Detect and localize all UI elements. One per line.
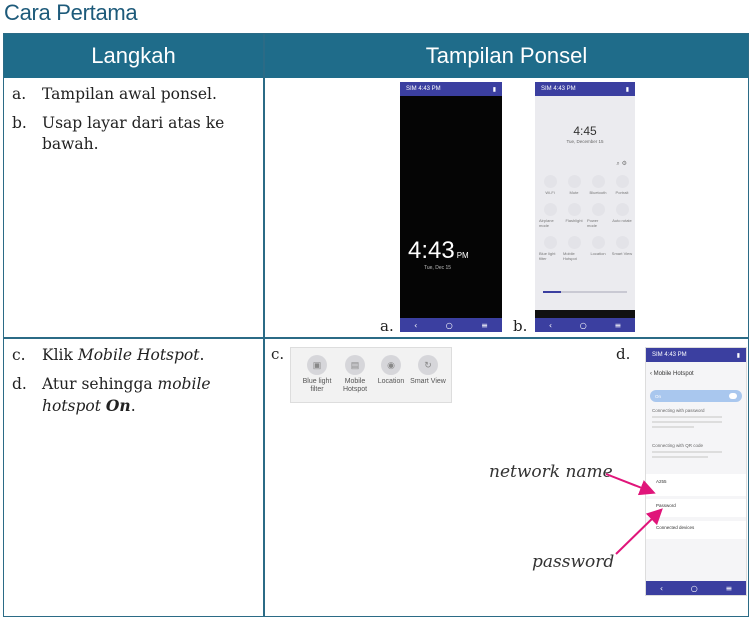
step-a: a.Tampilan awal ponsel. <box>12 85 217 103</box>
nav-bar: ‹ ○ ≡ <box>646 581 746 595</box>
label-b: b. <box>513 317 528 335</box>
qs-tile[interactable]: Auto rotate <box>611 203 633 228</box>
qs-tile[interactable]: Blue light filter <box>539 236 561 261</box>
battery-icon: ▮ <box>736 352 740 359</box>
location-icon: ◉ <box>381 355 401 375</box>
section-title: Cara Pertama <box>4 0 138 25</box>
tile-smart-view[interactable]: ↻Smart View <box>409 355 447 386</box>
qs-tile[interactable]: Mobile Hotspot <box>563 236 585 261</box>
back-icon[interactable]: ‹ <box>414 320 418 330</box>
battery-icon: ▮ <box>625 86 629 93</box>
phone-quicksettings: SIM 4:43 PM▮ 4:45 Tue, December 15 ⌕ ⚙ W… <box>535 82 635 332</box>
status-bar: SIM 4:43 PM▮ <box>400 82 502 96</box>
hotspot-icon: ▤ <box>345 355 365 375</box>
row1-steps: a.Tampilan awal ponsel. b.Usap layar dar… <box>12 84 252 163</box>
tile-mobile-hotspot[interactable]: ▤Mobile Hotspot <box>337 355 373 394</box>
status-bar: SIM 4:43 PM▮ <box>646 348 746 362</box>
annotation-network-name: network name <box>489 462 613 482</box>
recent-icon[interactable]: ≡ <box>481 320 488 330</box>
recent-icon[interactable]: ≡ <box>614 320 622 330</box>
header-langkah: Langkah <box>4 34 263 78</box>
battery-icon: ▮ <box>492 86 496 93</box>
section-qr: Connecting with QR code <box>652 443 704 448</box>
lock-date: Tue, Dec 15 <box>424 265 452 271</box>
qs-tile[interactable]: Smart View <box>611 236 633 261</box>
connected-devices-row[interactable]: Connected devices <box>646 521 746 539</box>
toggle-switch <box>729 393 737 399</box>
tile-location[interactable]: ◉Location <box>373 355 409 386</box>
row2-steps: c.Klik Mobile Hotspot. d.Atur sehingga m… <box>12 345 252 425</box>
step-c: c.Klik Mobile Hotspot. <box>12 346 205 364</box>
step-d: d.Atur sehingga mobile hotspot On. <box>12 375 211 415</box>
smart-view-icon: ↻ <box>418 355 438 375</box>
qs-date: Tue, December 15 <box>566 139 604 144</box>
tile-blue-light[interactable]: ▣Blue light filter <box>299 355 335 394</box>
nav-bar: ‹ ○ ≡ <box>400 318 502 332</box>
qs-tile[interactable]: Wi-Fi <box>539 175 561 195</box>
annotation-password: password <box>532 552 615 572</box>
label-a: a. <box>380 317 394 335</box>
hotspot-toggle[interactable]: On <box>650 390 742 402</box>
qs-tile[interactable]: Flashlight <box>563 203 585 228</box>
password-row[interactable]: Password <box>646 499 746 517</box>
section-password: Connecting with password <box>652 408 705 413</box>
row-divider <box>4 337 748 339</box>
home-icon[interactable]: ○ <box>445 320 453 330</box>
qs-tile[interactable]: Airplane mode <box>539 203 561 228</box>
qs-tile[interactable]: Power mode <box>587 203 609 228</box>
brightness-slider[interactable] <box>543 291 627 293</box>
home-icon[interactable]: ○ <box>579 320 587 330</box>
column-divider <box>263 34 265 616</box>
qs-strip: ▣Blue light filter ▤Mobile Hotspot ◉Loca… <box>290 347 452 403</box>
search-icon[interactable]: ⌕ ⚙ <box>616 160 627 167</box>
qs-tile[interactable]: Bluetooth <box>587 175 609 195</box>
home-icon[interactable]: ○ <box>690 583 698 593</box>
label-c: c. <box>271 345 285 363</box>
header-tampilan: Tampilan Ponsel <box>265 34 748 78</box>
qs-clock: 4:45 <box>573 124 597 138</box>
page-header: ‹ Mobile Hotspot <box>650 371 694 377</box>
recent-icon[interactable]: ≡ <box>725 583 733 593</box>
phone-hotspot-settings: SIM 4:43 PM▮ ‹ Mobile Hotspot On Connect… <box>645 347 747 596</box>
steps-table: Langkah Tampilan Ponsel a.Tampilan awal … <box>3 33 749 617</box>
qs-tile[interactable]: Portrait <box>611 175 633 195</box>
label-d: d. <box>616 345 631 363</box>
blue-light-icon: ▣ <box>307 355 327 375</box>
nav-bar: ‹ ○ ≡ <box>535 318 635 332</box>
network-name-row[interactable]: A255 <box>646 474 746 496</box>
qs-tile[interactable]: Mute <box>563 175 585 195</box>
status-bar: SIM 4:43 PM▮ <box>535 82 635 96</box>
qs-tile-grid: Wi-Fi Mute Bluetooth Portrait Airplane m… <box>539 175 633 261</box>
step-b: b.Usap layar dari atas ke bawah. <box>12 114 225 153</box>
qs-tile[interactable]: Location <box>587 236 609 261</box>
back-icon[interactable]: ‹ <box>659 583 664 593</box>
back-icon[interactable]: ‹ <box>548 320 553 330</box>
